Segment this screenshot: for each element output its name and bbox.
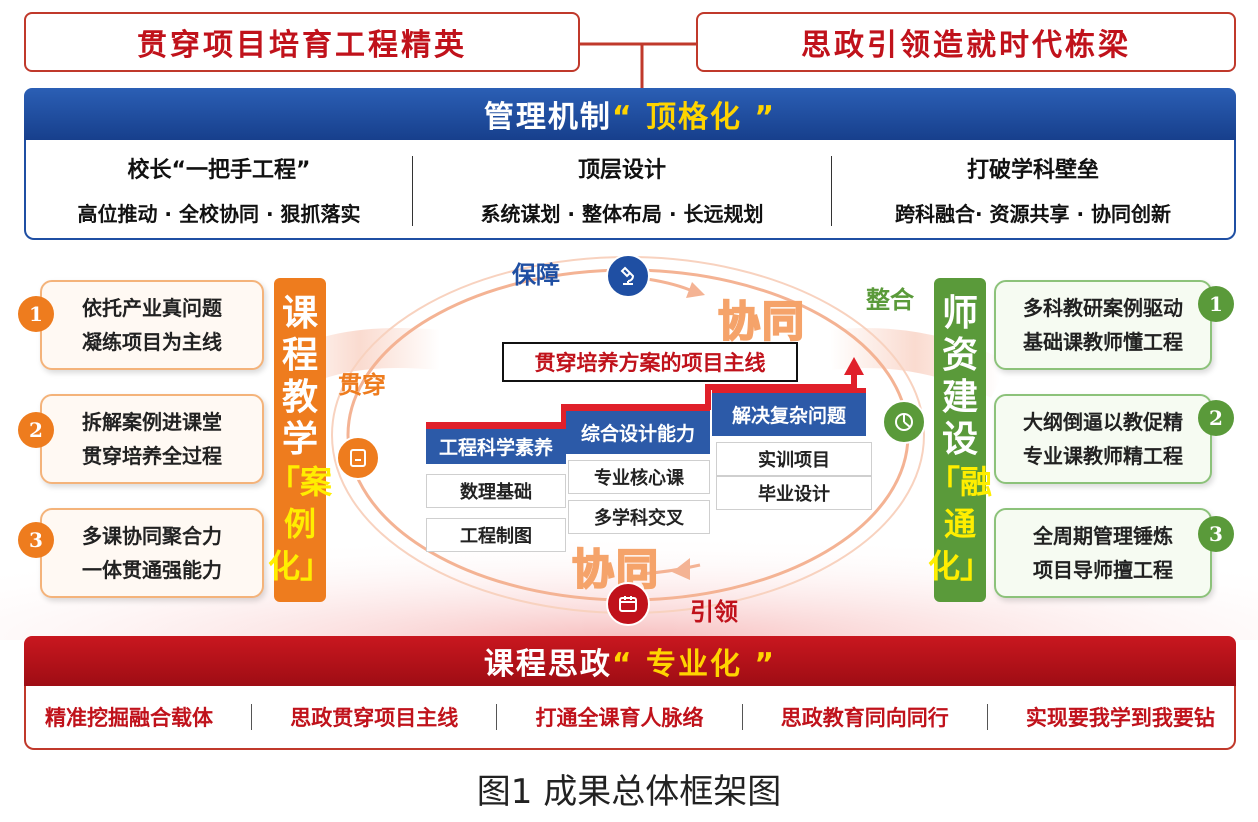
item-text: 多课协同聚合力 bbox=[82, 524, 222, 548]
step-head-3: 解决复杂问题 bbox=[712, 388, 866, 436]
label-guarantee: 保障 bbox=[512, 261, 560, 289]
item-text: 贯穿培养全过程 bbox=[82, 444, 222, 468]
divider bbox=[496, 704, 498, 730]
top-right-title: 思政引领造就时代栋梁 bbox=[696, 12, 1236, 72]
left-item-2: 拆解案例进课堂 贯穿培养全过程 bbox=[40, 394, 264, 484]
bar-char: 建 bbox=[941, 377, 978, 418]
left-item-3: 多课协同聚合力 一体贯通强能力 bbox=[40, 508, 264, 598]
step-cell: 毕业设计 bbox=[716, 476, 872, 510]
item-text: 依托产业真问题 bbox=[82, 296, 222, 320]
step-cell: 专业核心课 bbox=[568, 460, 710, 494]
bar-char: 学 bbox=[281, 419, 318, 460]
item-text: 大纲倒逼以教促精 bbox=[1023, 410, 1183, 434]
ideology-panel: 精准挖掘融合载体 思政贯穿项目主线 打通全课育人脉络 思政教育同向同行 实现要我… bbox=[24, 686, 1236, 750]
mechanism-col-1: 校长“一把手工程” 高位推动 · 全校协同 · 狠抓落实 bbox=[26, 140, 412, 238]
ideology-item: 打通全课育人脉络 bbox=[535, 706, 704, 730]
ideology-item: 精准挖掘融合载体 bbox=[45, 706, 214, 730]
step-cell: 数理基础 bbox=[426, 474, 566, 508]
item-text: 全周期管理锤炼 bbox=[1033, 524, 1173, 548]
project-mainline-box: 贯穿培养方案的项目主线 bbox=[502, 342, 798, 382]
ideology-item: 实现要我学到我要钻 bbox=[1025, 706, 1215, 730]
left-item-1: 依托产业真问题 凝练项目为主线 bbox=[40, 280, 264, 370]
faculty-building-bar: 师 资 建 设 「融 通 化」 bbox=[928, 278, 992, 602]
step-cell: 实训项目 bbox=[716, 442, 872, 476]
item-text: 基础课教师懂工程 bbox=[1023, 330, 1183, 354]
calendar-icon bbox=[606, 582, 650, 626]
right-item-2: 大纲倒逼以教促精 专业课教师精工程 bbox=[994, 394, 1212, 484]
bar-char: 「案 bbox=[268, 463, 333, 501]
bar-char: 通 bbox=[943, 505, 976, 543]
mechanism-heading: 打破学科壁垒 bbox=[966, 157, 1099, 183]
number-badge: 2 bbox=[18, 412, 54, 448]
bar-char: 师 bbox=[941, 293, 978, 334]
figure-caption: 图1 成果总体框架图 bbox=[476, 772, 782, 812]
mechanism-col-3: 打破学科壁垒 跨科融合· 资源共享 · 协同创新 bbox=[832, 140, 1234, 238]
ideology-item: 思政贯穿项目主线 bbox=[290, 706, 459, 730]
step-cell: 多学科交叉 bbox=[568, 500, 710, 534]
bar-char: 程 bbox=[281, 335, 318, 376]
mechanism-panel: 校长“一把手工程” 高位推动 · 全校协同 · 狠抓落实 顶层设计 系统谋划 ·… bbox=[24, 140, 1236, 240]
label-lead: 引领 bbox=[690, 598, 738, 626]
divider bbox=[986, 704, 988, 730]
ideology-item: 思政教育同向同行 bbox=[780, 706, 949, 730]
item-text: 拆解案例进课堂 bbox=[82, 410, 222, 434]
bar-char: 「融 bbox=[928, 463, 993, 501]
number-badge: 1 bbox=[1198, 286, 1234, 322]
divider bbox=[831, 156, 832, 226]
right-item-1: 多科教研案例驱动 基础课教师懂工程 bbox=[994, 280, 1212, 370]
item-text: 多科教研案例驱动 bbox=[1023, 296, 1183, 320]
number-badge: 3 bbox=[18, 522, 54, 558]
label-through: 贯穿 bbox=[338, 371, 386, 399]
bar-char: 例 bbox=[283, 505, 316, 543]
item-text: 项目导师擅工程 bbox=[1033, 558, 1173, 582]
item-text: 专业课教师精工程 bbox=[1023, 444, 1183, 468]
mechanism-bar: 管理机制“ 顶格化 ” bbox=[24, 88, 1236, 140]
course-teaching-bar: 课 程 教 学 「案 例 化」 bbox=[268, 278, 332, 602]
divider bbox=[412, 156, 413, 226]
ideology-bar: 课程思政“ 专业化 ” bbox=[24, 636, 1236, 686]
number-badge: 1 bbox=[18, 296, 54, 332]
mechanism-sub: 系统谋划 · 整体布局 · 长远规划 bbox=[480, 201, 764, 226]
document-icon bbox=[336, 436, 380, 480]
step-head-1: 工程科学素养 bbox=[426, 424, 566, 464]
mechanism-col-2: 顶层设计 系统谋划 · 整体布局 · 长远规划 bbox=[413, 140, 831, 238]
synergy-top: 协同 bbox=[717, 296, 807, 347]
item-text: 凝练项目为主线 bbox=[82, 330, 222, 354]
label-integrate: 整合 bbox=[866, 286, 914, 314]
step-cell: 工程制图 bbox=[426, 518, 566, 552]
step-head-2: 综合设计能力 bbox=[566, 406, 710, 454]
title-connector bbox=[580, 42, 696, 90]
number-badge: 2 bbox=[1198, 400, 1234, 436]
bar-char: 资 bbox=[941, 335, 978, 376]
mechanism-sub: 高位推动 · 全校协同 · 狠抓落实 bbox=[77, 201, 361, 226]
bar-char: 课 bbox=[281, 293, 318, 334]
divider bbox=[741, 704, 743, 730]
number-badge: 3 bbox=[1198, 516, 1234, 552]
bar-char: 教 bbox=[281, 377, 318, 418]
chart-icon bbox=[882, 400, 926, 444]
mechanism-heading: 校长“一把手工程” bbox=[127, 157, 311, 183]
item-text: 一体贯通强能力 bbox=[82, 558, 222, 582]
bar-char: 化」 bbox=[268, 547, 333, 585]
mechanism-sub: 跨科融合· 资源共享 · 协同创新 bbox=[894, 201, 1172, 226]
divider bbox=[251, 704, 253, 730]
mechanism-heading: 顶层设计 bbox=[577, 157, 666, 183]
microscope-icon bbox=[606, 254, 650, 298]
right-item-3: 全周期管理锤炼 项目导师擅工程 bbox=[994, 508, 1212, 598]
bar-char: 化」 bbox=[928, 547, 993, 585]
top-left-title: 贯穿项目培育工程精英 bbox=[24, 12, 580, 72]
bar-char: 设 bbox=[941, 419, 978, 460]
